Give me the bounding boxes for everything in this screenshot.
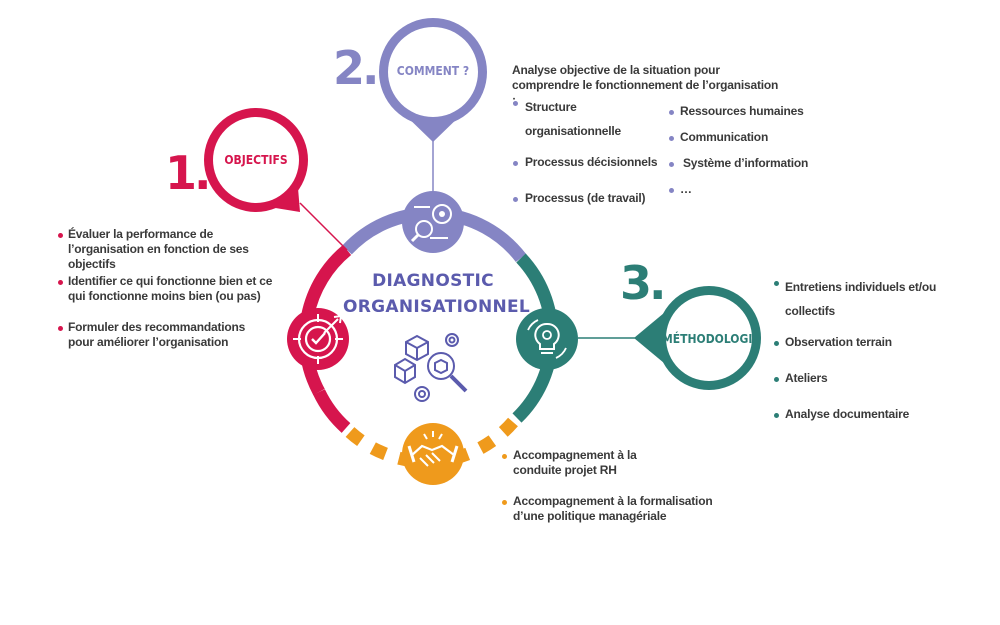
center-title: DIAGNOSTIC ORGANISATIONNEL — [343, 268, 531, 320]
comment-bullet — [513, 197, 518, 202]
comment-item: Processus (de travail) — [525, 191, 646, 205]
lightbulb-gear-icon — [516, 308, 578, 370]
accompagnement-item: Accompagnement à la conduite projet RH — [513, 448, 637, 477]
accompagnement-bullet — [502, 500, 507, 505]
methodologie-item: Ateliers — [785, 371, 828, 385]
objectifs-item: Évaluer la performance de l’organisation… — [68, 227, 249, 271]
methodologie-bullet — [774, 413, 779, 418]
handshake-icon — [402, 423, 464, 485]
comment-intro: Analyse objective de la situation pour c… — [512, 63, 779, 107]
methodologie-label: MÉTHODOLOGIE — [662, 332, 760, 346]
comment-item: Système d’information — [683, 156, 809, 170]
comment-bullet — [513, 101, 518, 106]
methodologie-item: Observation terrain — [785, 335, 892, 349]
target-icon — [287, 308, 349, 370]
comment-bullet — [669, 110, 674, 115]
cubes-gears-magnifier-icon — [394, 333, 468, 402]
methodologie-bullet — [774, 281, 779, 286]
objectifs-bullet — [58, 326, 63, 331]
pin-comment — [379, 18, 487, 142]
pin-objectifs — [204, 108, 308, 212]
comment-item: Processus décisionnels — [525, 155, 658, 169]
objectifs-bullet — [58, 233, 63, 238]
pin-methodologie — [634, 286, 761, 390]
methodologie-bullet — [774, 377, 779, 382]
objectifs-item: Formuler des recommandations pour amélio… — [68, 320, 246, 349]
objectifs-bullet — [58, 280, 63, 285]
comment-bullet — [669, 188, 674, 193]
comment-item: Ressources humaines — [680, 104, 804, 118]
comment-number: 2. — [333, 41, 380, 95]
methodologie-number: 3. — [620, 256, 667, 310]
connector-objectifs — [299, 202, 348, 251]
methodologie-item: Entretiens individuels et/ou collectifs — [785, 280, 937, 318]
methodologie-item: Analyse documentaire — [785, 407, 910, 421]
objectifs-item: Identifier ce qui fonctionne bien et ce … — [68, 274, 273, 303]
comment-bullet — [669, 162, 674, 167]
objectifs-number: 1. — [165, 146, 212, 200]
accompagnement-bullet — [502, 454, 507, 459]
comment-bullet — [669, 136, 674, 141]
methodologie-bullet — [774, 341, 779, 346]
comment-item: Structure organisationnelle — [525, 100, 621, 138]
comment-bullet — [513, 161, 518, 166]
analysis-gear-icon — [402, 191, 464, 253]
objectifs-label: OBJECTIFS — [224, 153, 288, 167]
center-title-line1: DIAGNOSTIC — [372, 271, 494, 291]
center-title-line2: ORGANISATIONNEL — [343, 297, 531, 317]
comment-label: COMMENT ? — [396, 64, 470, 78]
comment-item: … — [680, 182, 692, 196]
accompagnement-item: Accompagnement à la formalisation d’une … — [513, 494, 713, 523]
comment-item: Communication — [680, 130, 769, 144]
ring-arc-red-lower — [313, 389, 351, 433]
